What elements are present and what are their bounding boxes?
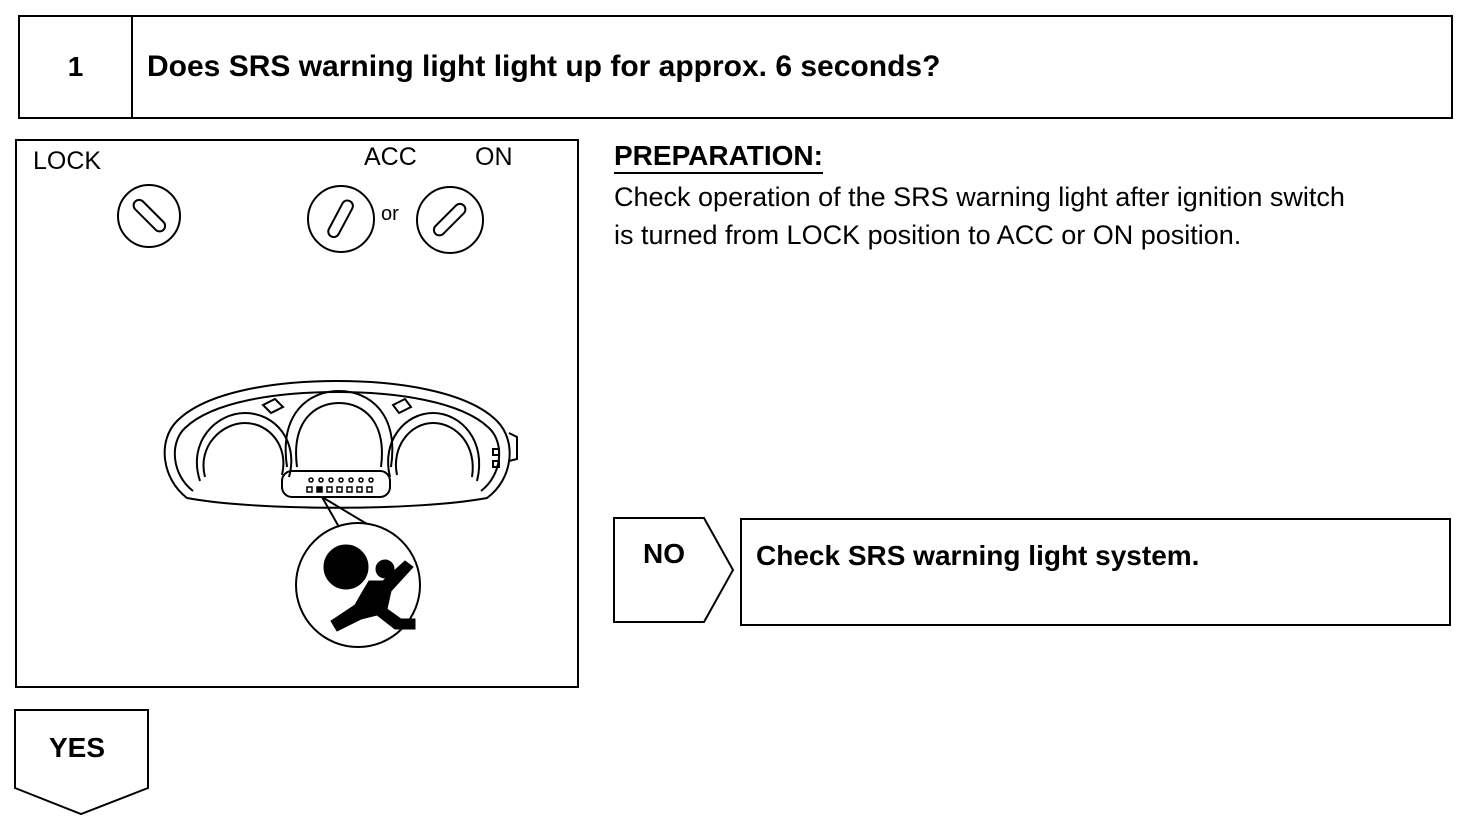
indicator-lights: [306, 477, 374, 493]
label-acc: ACC: [364, 143, 417, 171]
preparation-line-2: is turned from LOCK position to ACC or O…: [614, 220, 1242, 251]
preparation-text: Check operation of the SRS warning light…: [614, 178, 1464, 254]
preparation-section: PREPARATION: Check operation of the SRS …: [614, 140, 1464, 254]
instrument-cluster-icon: [163, 379, 518, 509]
no-branch-arrow-icon: [613, 517, 735, 623]
srs-callout: [295, 496, 421, 648]
ignition-key-acc-icon: [307, 185, 375, 253]
preparation-line-1: Check operation of the SRS warning light…: [614, 182, 1345, 213]
srs-airbag-warning-icon: [323, 544, 416, 632]
label-on: ON: [475, 143, 513, 171]
no-action-box: Check SRS warning light system.: [740, 518, 1451, 626]
label-or: or: [381, 203, 399, 225]
step-question: Does SRS warning light light up for appr…: [147, 50, 941, 83]
yes-branch-label: YES: [49, 732, 106, 763]
ignition-key-lock-icon: [117, 184, 181, 248]
step-header: 1 Does SRS warning light light up for ap…: [18, 15, 1453, 119]
label-lock: LOCK: [33, 147, 102, 175]
yes-branch-arrow-icon: [14, 709, 149, 816]
ignition-and-cluster-illustration: [117, 184, 518, 648]
illustration-panel: LOCK ACC ON or: [15, 139, 579, 688]
no-branch-label: NO: [643, 538, 685, 569]
no-action-text: Check SRS warning light system.: [756, 540, 1200, 571]
preparation-heading: PREPARATION:: [614, 140, 823, 175]
step-number: 1: [20, 17, 133, 117]
ignition-key-on-icon: [416, 186, 484, 254]
